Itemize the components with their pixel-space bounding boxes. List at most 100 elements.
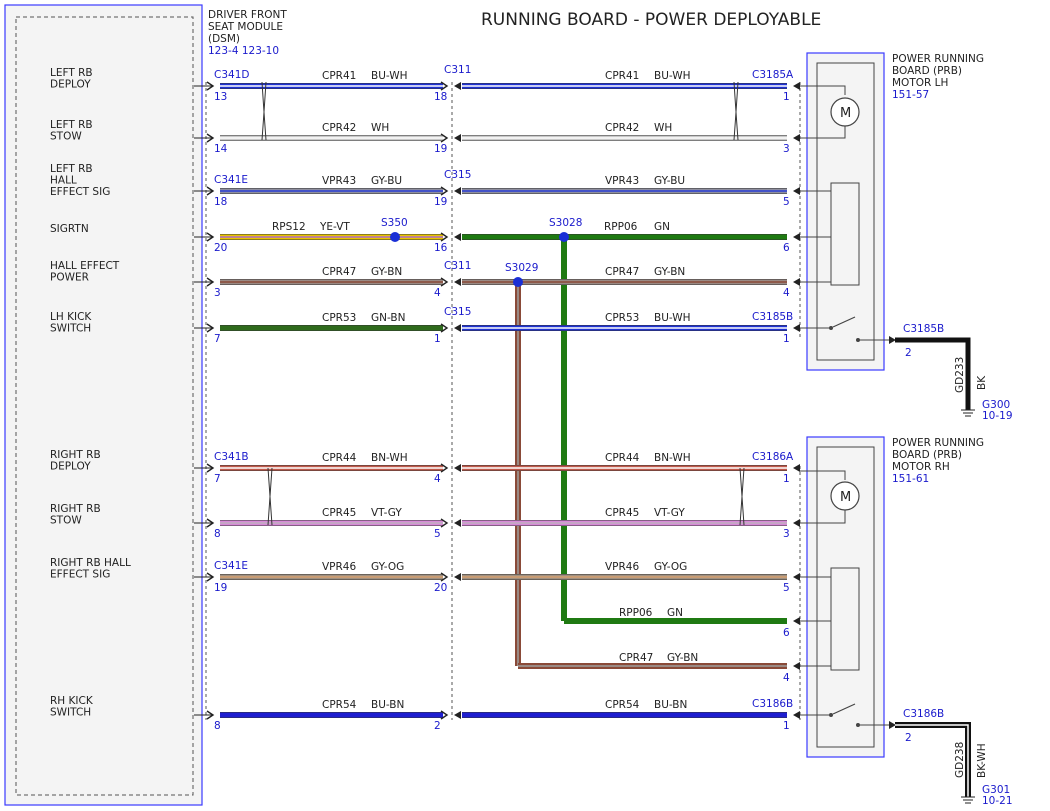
connector-label: C341E (214, 174, 248, 186)
ground-lh-name: G300 (982, 399, 1010, 411)
pin-number: 1 (434, 333, 441, 345)
ground-lh-conn: C3185B (903, 323, 944, 335)
pin-number: 19 (434, 196, 447, 208)
arrow-marker (206, 323, 215, 333)
wire-color-label: WH (654, 122, 672, 134)
wire-color-label: VT-GY (371, 507, 402, 519)
arrow-marker (206, 232, 215, 242)
arrow-marker (206, 710, 215, 720)
ground-rh: C3186B 2 GD238 BK-WH G301 10-21 (889, 708, 1013, 807)
pin-number: 5 (783, 196, 790, 208)
pin-number: 1 (783, 720, 790, 732)
splice-s3028-label: S3028 (549, 217, 582, 229)
extra-run-pin: 6 (783, 627, 790, 639)
connector-label: C3186B (752, 698, 793, 710)
signal-label: LEFT RB (50, 163, 93, 175)
wire-color-label: GY-BN (654, 266, 685, 278)
pin-number: 5 (783, 582, 790, 594)
arrow-marker (793, 519, 800, 527)
ground-lh-pin: 2 (905, 347, 912, 359)
pin-number: 8 (214, 528, 221, 540)
run-cpr47-vertical (515, 282, 787, 669)
splice-runs (515, 237, 787, 669)
dsm-module: DRIVER FRONT SEAT MODULE (DSM) 123-4 123… (4, 4, 287, 806)
ground-lh-ref: 10-19 (982, 410, 1013, 422)
arrow-marker (454, 464, 461, 472)
kick-switch-rh (800, 703, 890, 727)
signal-label: RIGHT RB (50, 449, 101, 461)
arrow-marker (440, 133, 449, 143)
pin-number: 20 (214, 242, 227, 254)
ground-rh-color: BK-WH (976, 743, 988, 778)
signal-label: STOW (50, 131, 82, 143)
circuit-label: RPP06 (604, 221, 638, 233)
pin-number: 3 (783, 143, 790, 155)
pin-number: 4 (434, 287, 441, 299)
signal-label: DEPLOY (50, 461, 91, 473)
signal-label: POWER (50, 272, 89, 284)
wire-color-label: GN (654, 221, 670, 233)
signal-label: DEPLOY (50, 79, 91, 91)
arrow-marker (206, 81, 215, 91)
pin-number: 7 (214, 473, 221, 485)
circuit-label: CPR45 (322, 507, 356, 519)
signal-label: SWITCH (50, 707, 91, 719)
ground-rh-circuit: GD238 (954, 742, 966, 778)
wire-color-label: VT-GY (654, 507, 685, 519)
splice-s350-dot (390, 232, 400, 242)
circuit-label: CPR53 (605, 312, 639, 324)
pin-number: 1 (783, 333, 790, 345)
connector-label: C3185A (752, 69, 794, 81)
wire-color-label: YE-VT (319, 221, 350, 233)
pin-number: 3 (783, 528, 790, 540)
arrow-marker (793, 134, 800, 142)
connector-label: C3185B (752, 311, 793, 323)
extra-run-color: GY-BN (667, 652, 698, 664)
arrow-marker (440, 518, 449, 528)
signal-label: SIGRTN (50, 223, 89, 235)
ground-lh-color: BK (976, 375, 988, 390)
extra-run-circuit: RPP06 (619, 607, 653, 619)
extra-run-circuit: CPR47 (619, 652, 653, 664)
motor-lh-letter: M (840, 106, 851, 121)
pin-number: 6 (783, 242, 790, 254)
arrow-marker (793, 464, 800, 472)
dsm-name-line-2: SEAT MODULE (208, 21, 283, 33)
arrow-marker (440, 710, 449, 720)
pin-number: 4 (434, 473, 441, 485)
ground-rh-conn: C3186B (903, 708, 944, 720)
connector-label: C311 (444, 64, 471, 76)
prb-lh-module: POWER RUNNING BOARD (PRB) MOTOR LH 151-5… (800, 52, 984, 371)
connector-label: C341B (214, 451, 249, 463)
wire-color-label: GY-BU (654, 175, 685, 187)
circuit-label: CPR42 (322, 122, 356, 134)
signal-label: LEFT RB (50, 119, 93, 131)
prb-lh-name-line-2: BOARD (PRB) (892, 65, 962, 77)
motor-rh-letter: M (840, 490, 851, 505)
splice-s3029-dot (513, 277, 523, 287)
circuit-label: CPR44 (322, 452, 357, 464)
connector-label: C315 (444, 306, 471, 318)
circuit-label: CPR45 (605, 507, 639, 519)
arrow-marker (793, 324, 800, 332)
prb-rh-ref: 151-61 (892, 473, 929, 485)
circuit-label: VPR43 (322, 175, 356, 187)
arrow-marker (440, 323, 449, 333)
connector-label: C341E (214, 560, 248, 572)
arrow-marker (206, 133, 215, 143)
arrow-extra-run (793, 662, 800, 670)
pin-number: 3 (214, 287, 221, 299)
twisted-pair-markers (261, 81, 745, 526)
wire-color-label: BN-WH (371, 452, 408, 464)
circuit-label: VPR46 (605, 561, 639, 573)
signal-label: RIGHT RB HALL (50, 557, 131, 569)
arrow-marker (793, 573, 800, 581)
wire-color-label: BN-WH (654, 452, 691, 464)
splice-s350-label: S350 (381, 217, 408, 229)
page-title: RUNNING BOARD - POWER DEPLOYABLE (481, 10, 821, 30)
circuit-label: VPR43 (605, 175, 639, 187)
wire-color-label: BU-WH (654, 70, 691, 82)
signal-label: RIGHT RB (50, 503, 101, 515)
